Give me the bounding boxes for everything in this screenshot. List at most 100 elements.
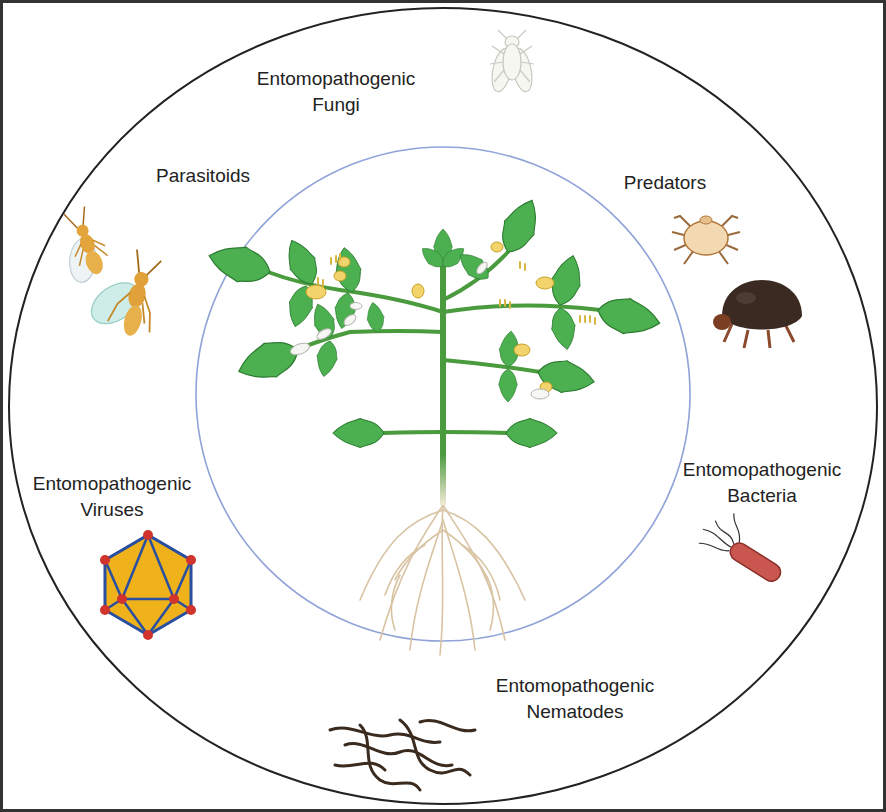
virus-icon <box>100 555 110 565</box>
tomato-plant <box>332 245 365 294</box>
predatory-mite <box>672 216 740 264</box>
tomato-plant <box>499 369 518 402</box>
fungi-icon <box>503 44 521 80</box>
predatory-beetle <box>713 314 731 330</box>
whitefly-nymphs <box>514 344 530 356</box>
outer-circle <box>9 8 877 804</box>
whitefly-nymphs <box>334 271 346 281</box>
whitefly-adults <box>289 260 549 399</box>
roots <box>360 500 525 655</box>
tomato-plant <box>382 432 443 433</box>
nematodes-icon <box>345 744 452 766</box>
roots <box>391 575 400 630</box>
predatory-beetle <box>722 280 802 330</box>
whitefly-adults <box>342 312 358 327</box>
tomato-plant <box>279 235 324 290</box>
parasitoid-wasp <box>131 249 162 278</box>
tomato-plant <box>417 243 448 272</box>
tomato-plant <box>594 293 663 341</box>
parasitoid-wasp <box>121 303 145 337</box>
tomato-plant <box>205 238 275 289</box>
whitefly-adults <box>475 260 489 275</box>
tomato-plant <box>308 301 339 342</box>
parasitoid-wasp <box>72 236 109 266</box>
virus-icon <box>100 605 110 615</box>
roots <box>385 545 425 595</box>
fungi-icon <box>490 46 534 82</box>
parasitoid-wasp <box>126 282 148 310</box>
category-label: Entomopathogenic Fungi <box>236 66 436 118</box>
whitefly-nymphs <box>491 242 503 252</box>
virus-icon <box>105 535 191 635</box>
parasitoid-wasp <box>78 240 169 344</box>
predatory-mite <box>672 216 740 264</box>
tomato-plant <box>364 301 386 333</box>
tomato-plant <box>205 194 664 505</box>
whitefly-eggs <box>318 254 595 324</box>
nematodes-icon <box>330 720 475 790</box>
virus-icon <box>100 530 196 640</box>
tomato-plant <box>454 247 495 286</box>
category-label: Entomopathogenic Viruses <box>12 471 212 523</box>
category-label: Parasitoids <box>103 163 303 189</box>
whitefly-eggs <box>520 262 525 270</box>
virus-icon <box>143 530 153 540</box>
whitefly-nymphs <box>412 284 424 298</box>
tomato-plant <box>333 419 384 448</box>
predatory-mite <box>700 216 712 224</box>
tomato-plant <box>443 432 508 433</box>
category-label: Entomopathogenic Bacteria <box>662 457 862 509</box>
whitefly-eggs <box>580 316 595 324</box>
bacterium-icon <box>727 540 784 585</box>
tomato-plant <box>314 339 340 378</box>
whitefly-adults <box>289 341 311 357</box>
parasitoid-wasp <box>108 289 158 333</box>
predatory-beetle <box>713 280 802 348</box>
tomato-plant <box>332 291 358 330</box>
tomato-plant <box>443 305 600 312</box>
tomato-plant <box>268 252 600 433</box>
fungi-icon <box>489 30 536 93</box>
predatory-mite <box>684 221 728 255</box>
whitefly-nymphs <box>306 285 326 299</box>
virus-icon <box>169 594 179 604</box>
roots <box>360 510 443 600</box>
roots <box>462 545 500 600</box>
virus-icon <box>186 555 196 565</box>
predatory-beetle <box>736 292 756 304</box>
whitefly-eggs <box>318 278 323 286</box>
roots <box>443 505 505 640</box>
category-label: Predators <box>565 170 765 196</box>
roots <box>443 510 525 600</box>
roots <box>486 575 493 630</box>
roots <box>395 530 443 580</box>
roots <box>443 530 488 580</box>
tomato-plant <box>548 306 579 351</box>
whitefly-adults <box>531 389 549 399</box>
tomato-plant <box>443 360 540 372</box>
tomato-plant <box>506 419 557 448</box>
nematodes-icon <box>420 720 475 730</box>
whitefly-nymphs <box>306 242 554 392</box>
virus-icon <box>100 530 196 640</box>
whitefly-adults <box>350 303 362 310</box>
whitefly-adults <box>315 327 333 342</box>
whitefly-eggs <box>500 300 510 308</box>
virus-icon <box>186 605 196 615</box>
roots <box>410 520 443 650</box>
parasitoid-wasp <box>83 249 106 277</box>
nematodes-icon <box>335 763 385 770</box>
tomato-plant <box>233 333 304 388</box>
whitefly-eggs <box>331 254 340 264</box>
roots <box>443 520 475 650</box>
virus-icon <box>143 630 153 640</box>
virus-icon <box>105 535 191 635</box>
category-label: Entomopathogenic Nematodes <box>475 673 675 725</box>
tomato-plant <box>440 250 446 505</box>
bacterium-icon <box>695 504 795 589</box>
parasitoid-wasp <box>46 204 116 291</box>
whitefly-nymphs <box>536 277 554 289</box>
nematodes-icon <box>330 728 440 742</box>
